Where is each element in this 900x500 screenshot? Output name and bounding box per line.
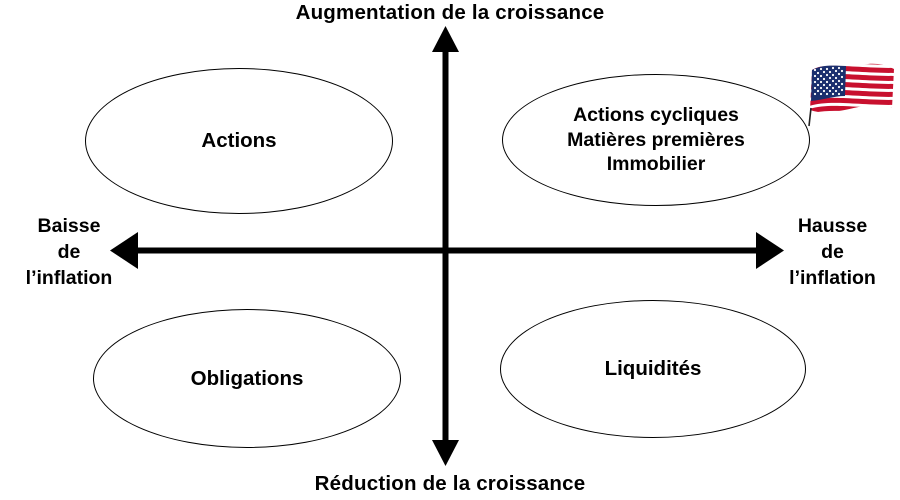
- quadrant-label-bottom-left: Obligations: [190, 366, 304, 390]
- axis-label-inflation-decrease-line-2: de: [57, 240, 81, 263]
- axis-label-growth-decrease: Réduction de la croissance: [314, 472, 586, 495]
- quadrant-bubble-top-right[interactable]: Actions cycliques Matières premières Imm…: [502, 74, 810, 206]
- axis-label-inflation-decrease-line-1: Baisse: [37, 215, 101, 237]
- flag-canton: [811, 65, 846, 101]
- axis-label-inflation-increase: Hausse de l’inflation: [770, 214, 895, 292]
- axis-label-inflation-decrease: Baisse de l’inflation: [8, 214, 130, 292]
- quadrant-label-bottom-right: Liquidités: [604, 357, 702, 381]
- axis-label-inflation-increase-line-2: de: [821, 240, 844, 263]
- quadrant-label-top-right: Actions cycliques Matières premières Imm…: [567, 103, 745, 176]
- flag-pole-icon: [808, 107, 812, 127]
- arrowhead-up-icon: [432, 26, 459, 52]
- axis-label-inflation-increase-line-1: Hausse: [797, 215, 868, 237]
- quadrant-bubble-bottom-right[interactable]: Liquidités: [500, 300, 806, 438]
- quadrant-bubble-top-left[interactable]: Actions: [85, 68, 393, 214]
- axis-label-growth-increase: Augmentation de la croissance: [295, 1, 605, 24]
- arrowhead-right-icon: [756, 232, 784, 269]
- arrowhead-down-icon: [432, 440, 459, 466]
- united-states-flag-icon: [808, 63, 894, 127]
- axis-label-inflation-increase-line-3: l’inflation: [789, 266, 876, 289]
- quadrant-label-top-left: Actions: [201, 129, 277, 153]
- arrowhead-left-icon: [110, 232, 138, 269]
- axis-label-inflation-decrease-line-3: l’inflation: [25, 266, 113, 289]
- quadrant-bubble-bottom-left[interactable]: Obligations: [93, 309, 401, 448]
